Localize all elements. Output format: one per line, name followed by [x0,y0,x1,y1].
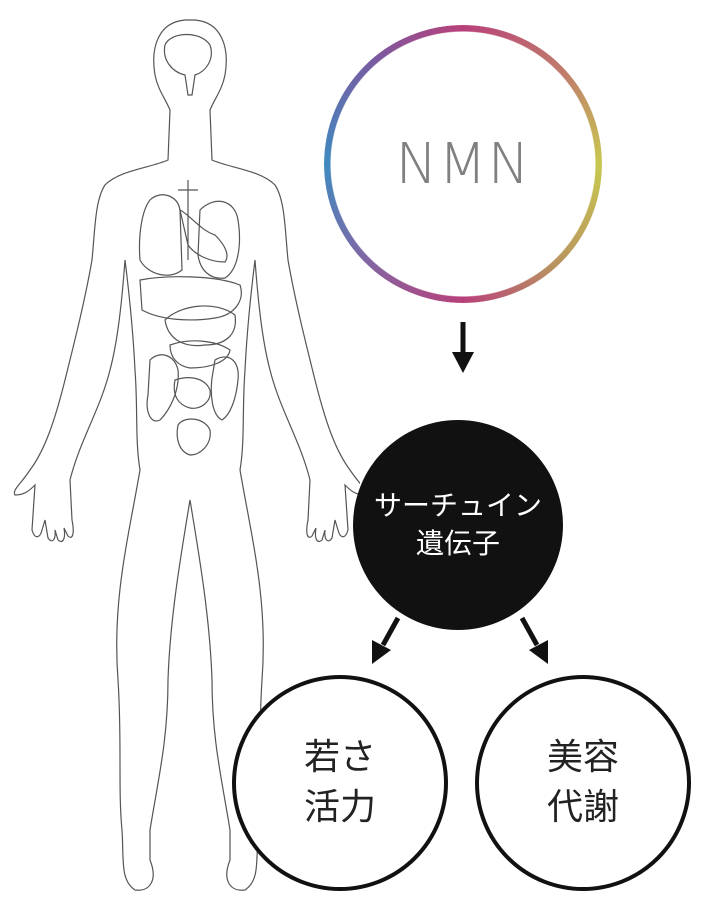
beauty-metabolism-circle: 美容 代謝 [475,675,691,891]
effect-right-line1: 美容 [546,737,619,778]
arrow-down-left [380,616,401,647]
effect-left-line1: 若さ [303,737,376,778]
human-body-outline [13,19,360,891]
sirtuin-line1: サーチュイン [373,489,542,522]
sirtuin-gene-circle: サーチュイン 遺伝子 [353,420,563,630]
arrow-down-right-head [529,640,548,664]
arrow-down-right [519,616,540,647]
arrow-down-left-head [372,640,391,664]
nmn-gradient-ring [324,25,602,303]
nmn-label: NMN [395,131,531,197]
effect-right-line2: 代謝 [546,787,619,828]
youth-vitality-circle: 若さ 活力 [232,675,448,891]
effect-left-line2: 活力 [303,787,376,828]
arrow-down-head [452,352,474,373]
sirtuin-line2: 遺伝子 [415,527,500,560]
